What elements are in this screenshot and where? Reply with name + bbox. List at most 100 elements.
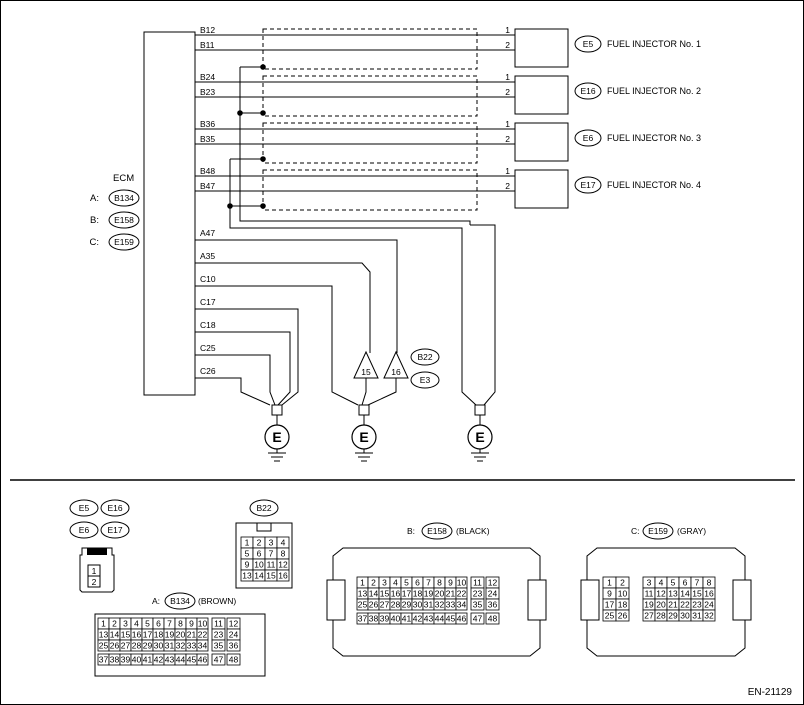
pin-number: 16 <box>704 589 714 599</box>
pin-number: 15 <box>380 589 390 599</box>
view-code-B134: B134 <box>164 592 196 610</box>
pin-number: 15 <box>266 571 276 581</box>
pin-number: 10 <box>618 589 628 599</box>
pin-number: 3 <box>269 538 274 548</box>
pin-number: 31 <box>692 611 702 621</box>
pin-number: 31 <box>165 641 175 651</box>
pin-number: 29 <box>402 600 412 610</box>
ecm-connector-B134: B134 <box>108 189 140 207</box>
pin-number: 5 <box>671 578 676 588</box>
pin-number: 22 <box>198 630 208 640</box>
pin-number: 4 <box>281 538 286 548</box>
pin-number: 47 <box>473 614 483 624</box>
shield-box <box>262 169 478 211</box>
injector-pin-number: 2 <box>505 40 510 50</box>
pin-number: 39 <box>121 655 131 665</box>
pin-number: 1 <box>360 578 365 588</box>
view-color: (BLACK) <box>456 526 490 536</box>
connector-oval <box>574 176 602 194</box>
pin-number: 16 <box>391 589 401 599</box>
pin-number: 7 <box>167 619 172 629</box>
pin-number: 27 <box>644 611 654 621</box>
pin-cell <box>226 639 241 652</box>
ground-symbol: E <box>351 404 377 462</box>
shield-box <box>262 75 478 117</box>
ground-symbol: E <box>264 404 290 462</box>
ground-wire <box>195 377 271 406</box>
pin-number: 7 <box>695 578 700 588</box>
pin-number: 44 <box>435 614 445 624</box>
pin-number: 9 <box>245 560 250 570</box>
pin-number: 21 <box>446 589 456 599</box>
pin-cell <box>196 639 209 652</box>
pin-number: 20 <box>176 630 186 640</box>
pin-number: 39 <box>380 614 390 624</box>
pin-number: 11 <box>267 560 276 570</box>
pin-number: 38 <box>110 655 120 665</box>
pin-number: 32 <box>176 641 186 651</box>
pin-number: 30 <box>154 641 164 651</box>
pin-number: 20 <box>435 589 445 599</box>
connector-outline <box>79 547 115 593</box>
pin-number: 9 <box>448 578 453 588</box>
pin-cell <box>211 639 226 652</box>
pin-number: 14 <box>680 589 690 599</box>
pin-number: 46 <box>457 614 467 624</box>
pin-number: 29 <box>668 611 678 621</box>
pin-number: 41 <box>402 614 412 624</box>
injector-block <box>514 169 569 209</box>
pin-number: 35 <box>473 600 483 610</box>
pin-number: 4 <box>134 619 139 629</box>
ground-wire <box>195 239 398 353</box>
pin-number: 12 <box>656 589 666 599</box>
view-code-E16: E16 <box>100 499 130 517</box>
pin-cell <box>276 569 290 582</box>
pin-number: 22 <box>680 600 690 610</box>
pin-number: 23 <box>473 589 483 599</box>
pin-number: 12 <box>488 578 498 588</box>
ecm-pin-label: C10 <box>200 274 216 284</box>
view-code-E158: E158 <box>421 522 453 540</box>
ground-terminal <box>474 404 486 416</box>
pin-number: 2 <box>620 578 625 588</box>
pin-cell <box>485 612 500 625</box>
pin-number: 27 <box>121 641 131 651</box>
ecm-connector-prefix: A: <box>90 193 99 204</box>
pin-number: 47 <box>214 655 224 665</box>
shield-ground-wire <box>470 224 496 406</box>
view-prefix: B: <box>407 526 415 536</box>
pin-number: 18 <box>154 630 164 640</box>
view-code-E6: E6 <box>69 521 99 539</box>
pin-number: 1 <box>245 538 250 548</box>
connector-code: E6 <box>583 133 594 143</box>
pin-number: 45 <box>446 614 456 624</box>
joint-pin-number: 16 <box>391 367 401 377</box>
pin-number: 32 <box>435 600 445 610</box>
pin-number: 6 <box>415 578 420 588</box>
ground-wire <box>195 285 359 406</box>
pin-cell <box>211 653 226 666</box>
pin-number: 37 <box>358 614 368 624</box>
ecm-connector-prefix: C: <box>90 237 100 248</box>
injector-name: FUEL INJECTOR No. 1 <box>607 39 701 49</box>
pin-number: 10 <box>198 619 208 629</box>
pin-number: 40 <box>132 655 142 665</box>
pin-number: 14 <box>110 630 120 640</box>
pin-number: 13 <box>358 589 368 599</box>
connector-code: E6 <box>79 525 90 535</box>
pin-number: 18 <box>618 600 628 610</box>
ecm-pin-label: B24 <box>200 72 215 82</box>
connector-oval <box>164 592 196 610</box>
pin-number: 16 <box>132 630 142 640</box>
pin-number: 33 <box>187 641 197 651</box>
connector-oval <box>69 499 99 517</box>
pin-number: 31 <box>424 600 434 610</box>
pin-number: 9 <box>189 619 194 629</box>
connector-code: B134 <box>170 596 190 606</box>
pin-cell <box>702 609 716 622</box>
connector-code: B22 <box>417 352 432 362</box>
pin-number: 38 <box>369 614 379 624</box>
